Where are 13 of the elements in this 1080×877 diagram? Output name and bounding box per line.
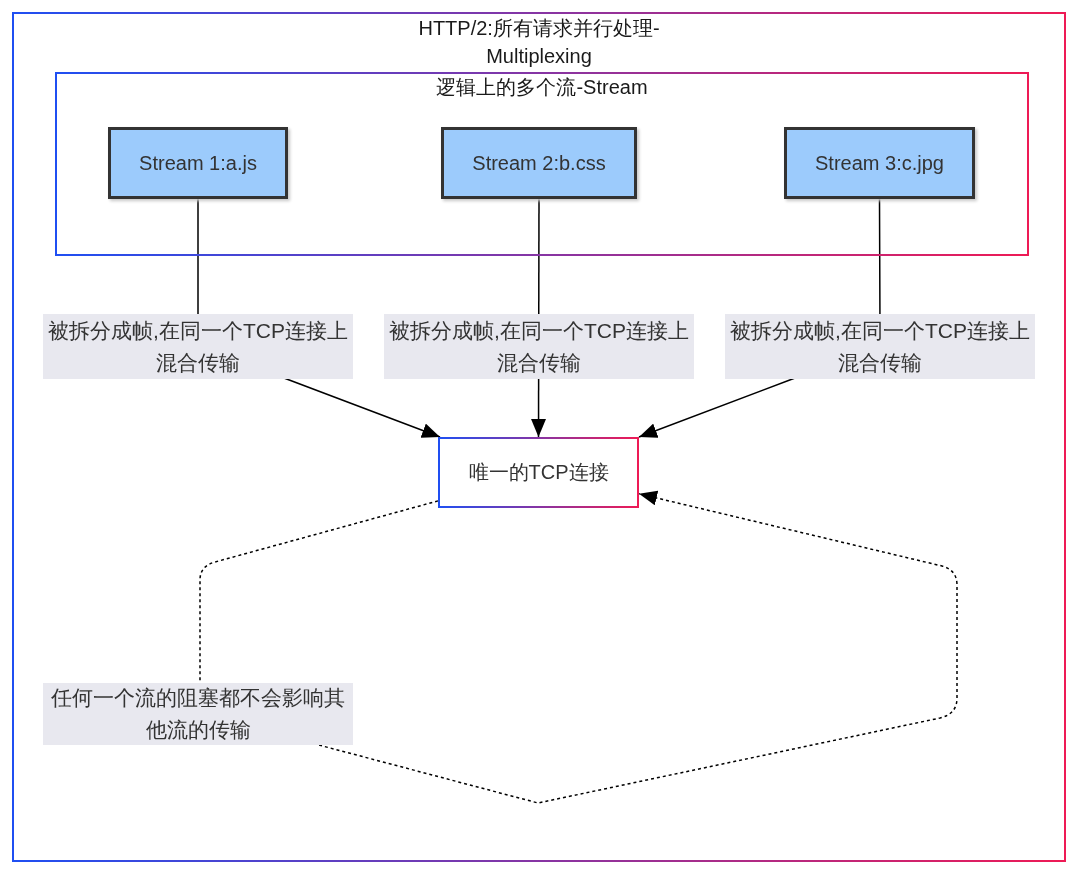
process-box: Stream 2:b.css bbox=[441, 127, 637, 199]
process-box: Stream 3:c.jpg bbox=[784, 127, 975, 199]
edge-label: 被拆分成帧,在同一个TCP连接上混合传输 bbox=[43, 314, 353, 379]
group-box bbox=[12, 12, 1066, 862]
edge-label: 任何一个流的阻塞都不会影响其他流的传输 bbox=[43, 683, 353, 745]
group-title: HTTP/2:所有请求并行处理-Multiplexing bbox=[417, 16, 661, 69]
edge-label: 被拆分成帧,在同一个TCP连接上混合传输 bbox=[384, 314, 694, 379]
edge-label: 被拆分成帧,在同一个TCP连接上混合传输 bbox=[725, 314, 1035, 379]
arrow bbox=[199, 490, 958, 804]
group-box bbox=[55, 72, 1029, 256]
process-box: 唯一的TCP连接 bbox=[438, 437, 639, 508]
process-box: Stream 1:a.js bbox=[108, 127, 288, 199]
group-title: 逻辑上的多个流-Stream bbox=[436, 75, 648, 100]
